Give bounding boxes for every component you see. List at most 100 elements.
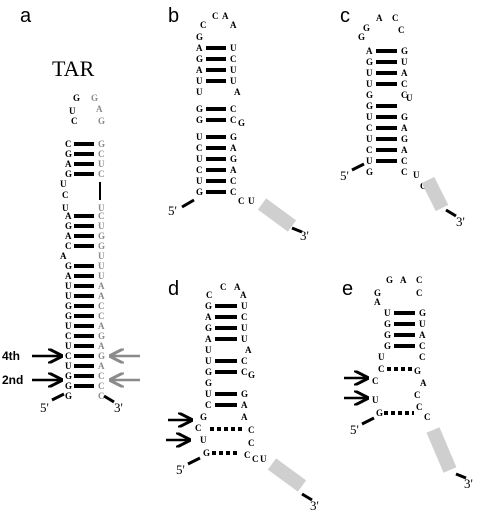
svg-text:G: G [366, 90, 373, 100]
svg-text:G: G [366, 167, 373, 177]
panel-e-five-prime: 5' [350, 422, 359, 437]
svg-text:C: C [65, 139, 72, 149]
svg-text:U: U [378, 352, 385, 362]
svg-text:G: G [200, 412, 207, 422]
linker-bar [421, 176, 449, 212]
nucleotide: A [96, 104, 103, 114]
svg-text:G: G [401, 112, 408, 122]
svg-text:A: A [234, 282, 241, 292]
svg-text:G: G [241, 389, 248, 399]
svg-text:C: C [252, 454, 259, 464]
three-prime-tail [455, 472, 467, 480]
svg-text:A: A [230, 20, 237, 30]
svg-text:A: A [234, 87, 241, 97]
svg-text:C: C [414, 390, 421, 400]
svg-text:C: C [196, 165, 203, 175]
svg-text:A: A [65, 159, 72, 169]
svg-text:A: A [222, 11, 229, 21]
linker-bar [267, 458, 307, 492]
svg-text:U: U [98, 261, 105, 271]
svg-text:C: C [200, 20, 207, 30]
svg-text:A: A [98, 321, 105, 331]
svg-text:A: A [205, 334, 212, 344]
svg-text:U: U [230, 76, 237, 86]
svg-text:G: G [65, 149, 72, 159]
svg-text:C: C [196, 143, 203, 153]
svg-text:G: G [196, 32, 203, 42]
panel-c-right-strand: G U A C C U G A G A C C [401, 46, 413, 177]
panel-a-three-prime: 3' [114, 400, 123, 415]
svg-text:C: C [65, 351, 72, 361]
svg-text:C: C [248, 438, 255, 448]
svg-text:C: C [230, 187, 237, 197]
svg-text:U: U [366, 112, 373, 122]
svg-text:U: U [401, 57, 408, 67]
panel-e-noncanonical-pairs [384, 367, 414, 415]
panel-a-right-strand: G C U C U C U G G U U U A A C C A G A G … [98, 139, 105, 401]
svg-text:G: G [65, 261, 72, 271]
svg-text:A: A [419, 330, 426, 340]
svg-text:U: U [98, 251, 105, 261]
svg-text:A: A [98, 281, 105, 291]
svg-text:G: G [65, 311, 72, 321]
svg-text:C: C [206, 290, 213, 300]
svg-text:G: G [248, 370, 255, 380]
panel-a-title: TAR [52, 56, 95, 81]
panel-c-three-prime: 3' [456, 214, 465, 229]
svg-text:U: U [196, 87, 203, 97]
svg-text:C: C [378, 364, 385, 374]
svg-text:C: C [230, 115, 237, 125]
svg-text:U: U [366, 134, 373, 144]
svg-text:G: G [98, 231, 105, 241]
svg-text:C: C [65, 331, 72, 341]
svg-text:G: G [230, 154, 237, 164]
svg-text:G: G [205, 378, 212, 388]
svg-text:C: C [241, 356, 248, 366]
svg-text:U: U [241, 334, 248, 344]
svg-text:G: G [203, 448, 210, 458]
panel-d-right-strand: U C U U A C C G G A A C C C [241, 301, 255, 460]
svg-text:C: C [98, 211, 105, 221]
svg-text:A: A [240, 290, 247, 300]
linker-bar [426, 427, 457, 473]
svg-text:C: C [98, 169, 105, 179]
three-prime-tail [301, 492, 313, 502]
three-prime-tail [291, 226, 303, 234]
svg-text:C: C [424, 412, 431, 422]
five-prime-tail [187, 456, 201, 466]
svg-text:C: C [195, 423, 202, 433]
svg-text:U: U [205, 345, 212, 355]
svg-text:G: G [196, 104, 203, 114]
five-prime-tail [361, 416, 375, 426]
svg-text:C: C [230, 104, 237, 114]
svg-text:G: G [98, 241, 105, 251]
svg-text:U: U [366, 156, 373, 166]
svg-text:G: G [65, 169, 72, 179]
panel-c: c G G A C C A G U U G G U C U C U G G U … [340, 5, 465, 229]
svg-text:C: C [98, 371, 105, 381]
svg-text:C: C [65, 241, 72, 251]
panel-b-label: b [168, 5, 179, 27]
five-prime-tail [51, 392, 65, 402]
svg-text:A: A [366, 46, 373, 56]
svg-text:A: A [230, 165, 237, 175]
svg-text:U: U [196, 154, 203, 164]
svg-text:C: C [392, 13, 399, 23]
svg-text:A: A [241, 412, 248, 422]
svg-text:C: C [241, 312, 248, 322]
svg-text:U: U [366, 79, 373, 89]
svg-text:U: U [98, 221, 105, 231]
svg-text:A: A [230, 143, 237, 153]
svg-text:U: U [419, 319, 426, 329]
five-prime-tail [351, 162, 365, 172]
svg-text:A: A [98, 361, 105, 371]
svg-text:C: C [401, 90, 408, 100]
svg-text:G: G [65, 381, 72, 391]
svg-text:C: C [419, 352, 426, 362]
panel-e-three-prime: 3' [464, 476, 473, 491]
svg-text:C: C [401, 167, 408, 177]
svg-text:U: U [196, 76, 203, 86]
svg-text:A: A [196, 65, 203, 75]
panel-c-five-prime: 5' [340, 168, 349, 183]
svg-text:G: G [384, 319, 391, 329]
